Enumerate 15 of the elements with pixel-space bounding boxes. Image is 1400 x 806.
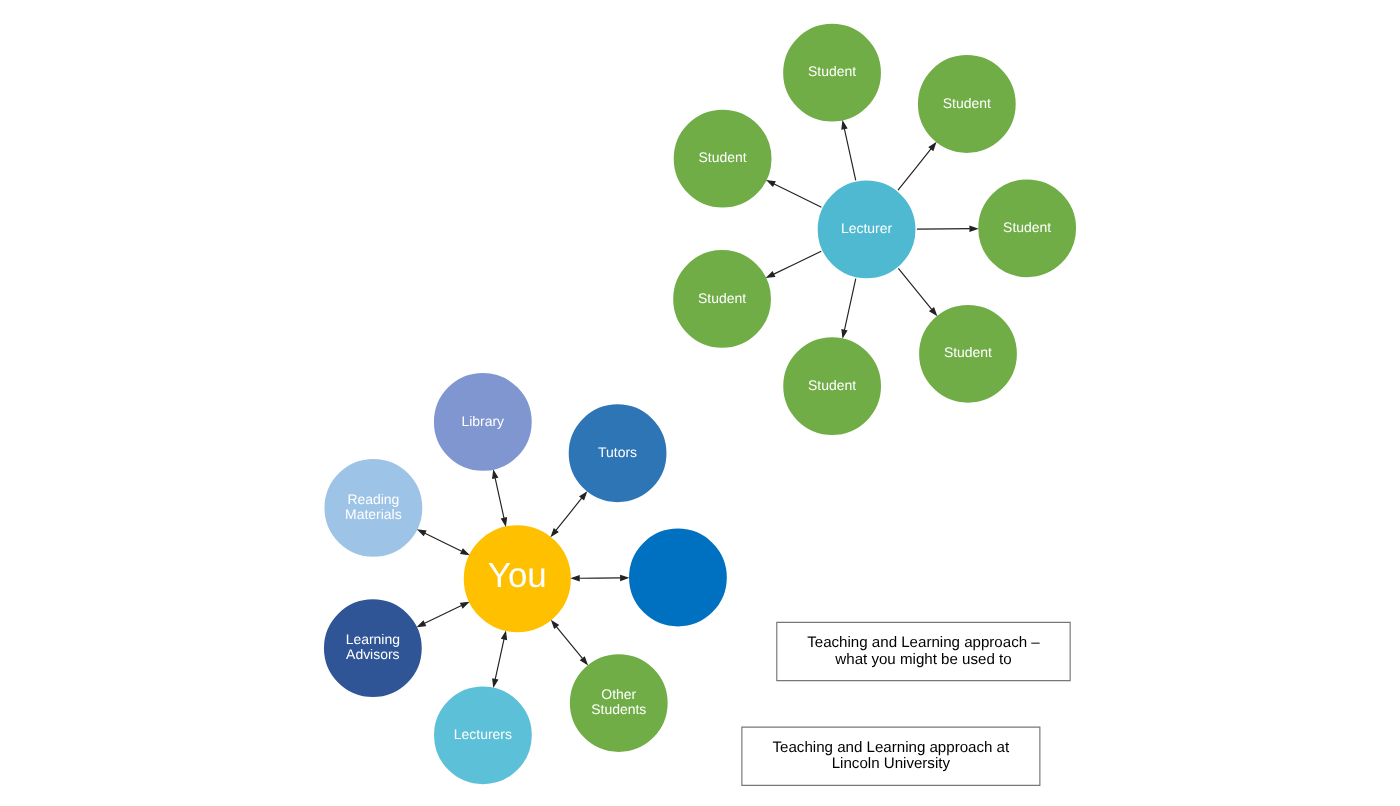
arrow bbox=[766, 179, 822, 207]
arrow bbox=[897, 140, 937, 190]
arrow bbox=[570, 573, 630, 581]
arrow bbox=[550, 490, 588, 537]
arrow bbox=[841, 277, 857, 338]
arrow bbox=[916, 224, 979, 231]
arrow bbox=[841, 119, 857, 180]
node-circle bbox=[626, 525, 730, 628]
arrow bbox=[897, 266, 938, 316]
arrow bbox=[550, 618, 589, 665]
arrow bbox=[492, 468, 508, 526]
arrow bbox=[765, 249, 822, 277]
arrow bbox=[416, 528, 470, 555]
arrow bbox=[416, 600, 470, 627]
arrow bbox=[492, 629, 508, 687]
